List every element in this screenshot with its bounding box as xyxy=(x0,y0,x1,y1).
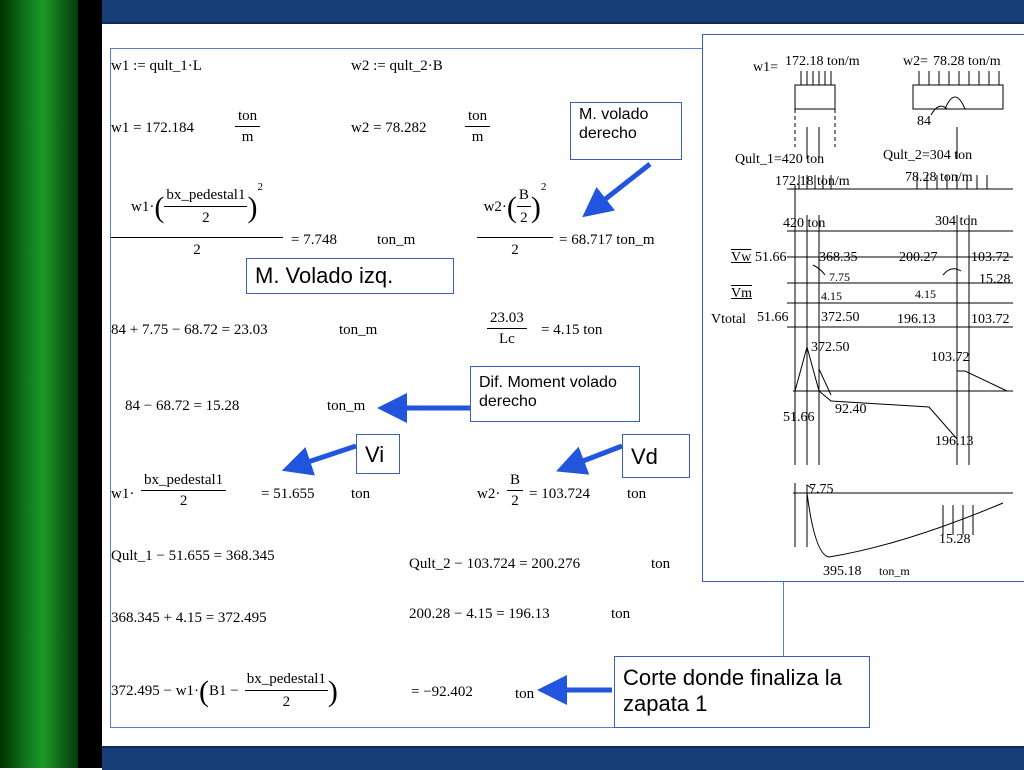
top-band xyxy=(102,0,1024,24)
unit-ton-4: ton xyxy=(611,606,631,622)
unit-ton-per-m-2: ton m xyxy=(465,109,491,145)
dlabel-shear-92: 92.40 xyxy=(835,402,867,417)
dlabel-vt1: 51.66 xyxy=(757,310,789,325)
dlabel-vw4: 103.72 xyxy=(971,250,1010,265)
callout-vd: Vd xyxy=(622,434,690,478)
dlabel-vt3: 196.13 xyxy=(897,312,936,327)
dlabel-vw3: 200.27 xyxy=(899,250,938,265)
eq-w1-def: w1 := qult_1·L xyxy=(111,58,202,74)
dlabel-moment-395: 395.18 xyxy=(823,564,862,579)
black-side-bar xyxy=(78,0,102,768)
dlabel-load2: 78.28 ton/m xyxy=(905,170,973,185)
eq-shear-right: Qult_2 − 103.724 = 200.276 xyxy=(409,556,581,572)
dlabel-vw: Vw xyxy=(731,250,752,265)
eq-moment-left: w1· ( bx_pedestal1 2 ) 2 2 xyxy=(111,179,283,261)
eq-lc-fraction: 23.03 Lc xyxy=(487,311,527,347)
eq-moment-left-result: = 7.748 xyxy=(291,232,337,248)
unit-ton-m-1: ton_m xyxy=(377,232,416,248)
mathcad-worksheet: w1 := qult_1·L w2 := qult_2·B w1 = 172.1… xyxy=(110,48,784,728)
unit-ton-m-2: ton_m xyxy=(339,322,378,338)
eq-moment-right: w2· ( B 2 ) 2 2 xyxy=(477,179,553,261)
dlabel-moment-7: 7.75 xyxy=(809,482,834,497)
unit-ton-m-3: ton_m xyxy=(327,398,366,414)
bottom-band xyxy=(102,746,1024,770)
dlabel-shear-372: 372.50 xyxy=(811,340,850,355)
unit-ton-1: ton xyxy=(351,486,371,502)
dlabel-moment-unit: ton_m xyxy=(879,564,910,578)
dlabel-moment-15: 15.28 xyxy=(939,532,971,547)
dlabel-qult1: Qult_1=420 ton xyxy=(735,152,825,167)
eq-corte-result: = −92.402 xyxy=(411,684,473,700)
dlabel-qult2: Qult_2=304 ton xyxy=(883,148,973,163)
dlabel-m1: 7.75 xyxy=(829,270,850,284)
dlabel-p1: 420 ton xyxy=(783,216,826,231)
dlabel-p2: 304 ton xyxy=(935,214,978,229)
dlabel-vm: Vm xyxy=(731,286,752,301)
green-side-bar xyxy=(0,0,78,768)
beam-diagram-lines xyxy=(787,71,1013,558)
dlabel-shear-196: 196.13 xyxy=(935,434,974,449)
dlabel-vtotal: Vtotal xyxy=(711,312,746,327)
eq-lc-result: = 4.15 ton xyxy=(541,322,603,338)
eq-w1-value: w1 = 172.184 xyxy=(111,120,195,136)
dlabel-w2: w2= xyxy=(903,54,929,69)
dlabel-shear-103: 103.72 xyxy=(931,350,970,365)
dlabel-vm1: 4.15 xyxy=(821,289,842,303)
arrow-volado-derecho xyxy=(582,162,652,218)
dlabel-vw2: 368.35 xyxy=(819,250,858,265)
dlabel-84: 84 xyxy=(917,114,931,129)
callout-corte: Corte donde finaliza la zapata 1 xyxy=(614,656,870,728)
arrow-vi xyxy=(281,443,357,476)
dlabel-m2: 15.28 xyxy=(979,272,1011,287)
callout-vi: Vi xyxy=(356,434,400,474)
dlabel-shear-51: 51.66 xyxy=(783,410,815,425)
dlabel-load1: 172.18 ton/m xyxy=(775,174,850,189)
callout-dif-moment: Dif. Moment volado derecho xyxy=(470,366,640,422)
dlabel-vt4: 103.72 xyxy=(971,312,1010,327)
unit-ton-3: ton xyxy=(651,556,671,572)
dlabel-w2-val: 78.28 ton/m xyxy=(933,54,1001,69)
callout-m-volado-derecho: M. volado derecho xyxy=(570,102,682,160)
eq-vd-result: = 103.724 xyxy=(529,486,590,502)
eq-w2-value: w2 = 78.282 xyxy=(351,120,427,136)
arrow-vd xyxy=(555,443,623,475)
eq-corte: 372.495 − w1· ( B1 − bx_pedestal1 2 ) xyxy=(111,671,338,710)
eq-total-left: 368.345 + 4.15 = 372.495 xyxy=(111,610,267,626)
eq-shear-left: Qult_1 − 51.655 = 368.345 xyxy=(111,548,275,564)
eq-w2-def: w2 := qult_2·B xyxy=(351,58,443,74)
dlabel-w1-val: 172.18 ton/m xyxy=(785,54,860,69)
eq-moment-diff: 84 − 68.72 = 15.28 xyxy=(125,398,240,414)
dlabel-vw1: 51.66 xyxy=(755,250,787,265)
unit-ton-2: ton xyxy=(627,486,647,502)
eq-vi-result: = 51.655 xyxy=(261,486,315,502)
dlabel-vt2: 372.50 xyxy=(821,310,860,325)
eq-moment-balance: 84 + 7.75 − 68.72 = 23.03 xyxy=(111,322,268,338)
eq-moment-right-result: = 68.717 ton_m xyxy=(559,232,655,248)
beam-diagram: w1= 172.18 ton/m w2= 78.28 ton/m 84 Qult… xyxy=(702,34,1024,582)
dlabel-vm2: 4.15 xyxy=(915,287,936,301)
dlabel-w1: w1= xyxy=(753,60,779,75)
unit-ton-5: ton xyxy=(515,686,535,702)
unit-ton-per-m-1: ton m xyxy=(235,109,261,145)
eq-total-right: 200.28 − 4.15 = 196.13 xyxy=(409,606,550,622)
callout-m-volado-izq: M. Volado izq. xyxy=(246,258,454,294)
